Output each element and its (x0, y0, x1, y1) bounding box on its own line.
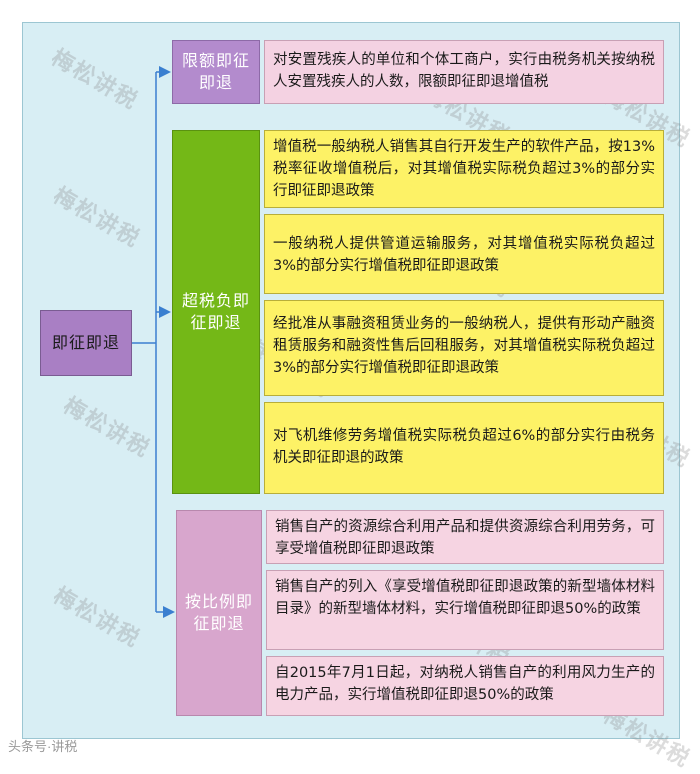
leaf-proportional-3: 自2015年7月1日起，对纳税人销售自产的利用风力生产的电力产品，实行增值税即征… (266, 656, 664, 716)
leaf-proportional-1: 销售自产的资源综合利用产品和提供资源综合利用劳务，可享受增值税即征即退政策 (266, 510, 664, 564)
leaf-excess-1: 增值税一般纳税人销售其自行开发生产的软件产品，按13%税率征收增值税后，对其增值… (264, 130, 664, 208)
leaf-excess-2-text: 一般纳税人提供管道运输服务，对其增值税实际税负超过3%的部分实行增值税即征即退政… (273, 236, 655, 274)
root-node: 即征即退 (40, 310, 132, 376)
leaf-excess-1-text: 增值税一般纳税人销售其自行开发生产的软件产品，按13%税率征收增值税后，对其增值… (273, 139, 655, 199)
leaf-proportional-3-text: 自2015年7月1日起，对纳税人销售自产的利用风力生产的电力产品，实行增值税即征… (275, 665, 655, 703)
branch-excess-burden-refund-label: 超税负即征即退 (181, 291, 250, 332)
branch-excess-burden-refund: 超税负即征即退 (172, 130, 260, 494)
root-label: 即征即退 (51, 333, 120, 352)
leaf-excess-3-text: 经批准从事融资租赁业务的一般纳税人，提供有形动产融资租赁服务和融资性售后回租服务… (273, 316, 655, 376)
leaf-proportional-1-text: 销售自产的资源综合利用产品和提供资源综合利用劳务，可享受增值税即征即退政策 (275, 519, 655, 557)
leaf-excess-4: 对飞机维修劳务增值税实际税负超过6%的部分实行由税务机关即征即退的政策 (264, 402, 664, 494)
leaf-quota-1-text: 对安置残疾人的单位和个体工商户，实行由税务机关按纳税人安置残疾人的人数，限额即征… (273, 52, 655, 90)
branch-proportional-refund: 按比例即征即退 (176, 510, 262, 716)
branch-quota-refund-label: 限额即征即退 (181, 51, 250, 92)
leaf-quota-1: 对安置残疾人的单位和个体工商户，实行由税务机关按纳税人安置残疾人的人数，限额即征… (264, 40, 664, 104)
source-credit: 头条号·讲税 (8, 739, 78, 754)
leaf-excess-3: 经批准从事融资租赁业务的一般纳税人，提供有形动产融资租赁服务和融资性售后回租服务… (264, 300, 664, 396)
leaf-excess-4-text: 对飞机维修劳务增值税实际税负超过6%的部分实行由税务机关即征即退的政策 (273, 428, 655, 466)
branch-proportional-refund-label: 按比例即征即退 (184, 592, 253, 633)
leaf-excess-2: 一般纳税人提供管道运输服务，对其增值税实际税负超过3%的部分实行增值税即征即退政… (264, 214, 664, 294)
leaf-proportional-2-text: 销售自产的列入《享受增值税即征即退政策的新型墙体材料目录》的新型墙体材料，实行增… (275, 579, 655, 617)
leaf-proportional-2: 销售自产的列入《享受增值税即征即退政策的新型墙体材料目录》的新型墙体材料，实行增… (266, 570, 664, 650)
branch-quota-refund: 限额即征即退 (172, 40, 260, 104)
